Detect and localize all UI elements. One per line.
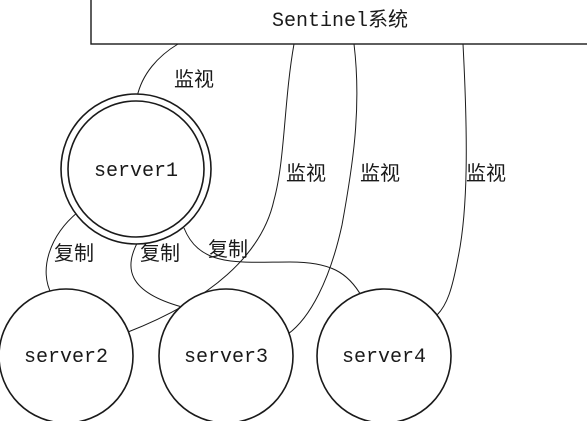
sentinel-box (90, 0, 587, 45)
sentinel-label: Sentinel系统 (272, 8, 408, 33)
monitor-line-server3 (287, 43, 358, 335)
monitor-label-2: 监视 (286, 161, 326, 185)
server4-node (316, 288, 452, 421)
monitor-line-server4 (436, 43, 467, 316)
monitor-label-3: 监视 (360, 161, 400, 185)
server4-label: server4 (342, 346, 426, 369)
server3-node (158, 288, 294, 421)
server3-label: server3 (184, 346, 268, 369)
monitor-label-4: 监视 (466, 161, 506, 185)
replicate-label-2: 复制 (140, 241, 180, 265)
server1-node (67, 100, 205, 238)
monitor-label-1: 监视 (174, 67, 214, 91)
replicate-label-3: 复制 (208, 237, 248, 261)
replicate-line-server2 (45, 211, 79, 296)
replicate-line-server4 (183, 227, 363, 298)
server1-label: server1 (94, 160, 178, 183)
replicate-line-server3 (130, 237, 183, 308)
server2-label: server2 (24, 346, 108, 369)
replicate-label-1: 复制 (54, 241, 94, 265)
monitor-line-server1 (136, 43, 179, 98)
server2-node (0, 288, 134, 421)
